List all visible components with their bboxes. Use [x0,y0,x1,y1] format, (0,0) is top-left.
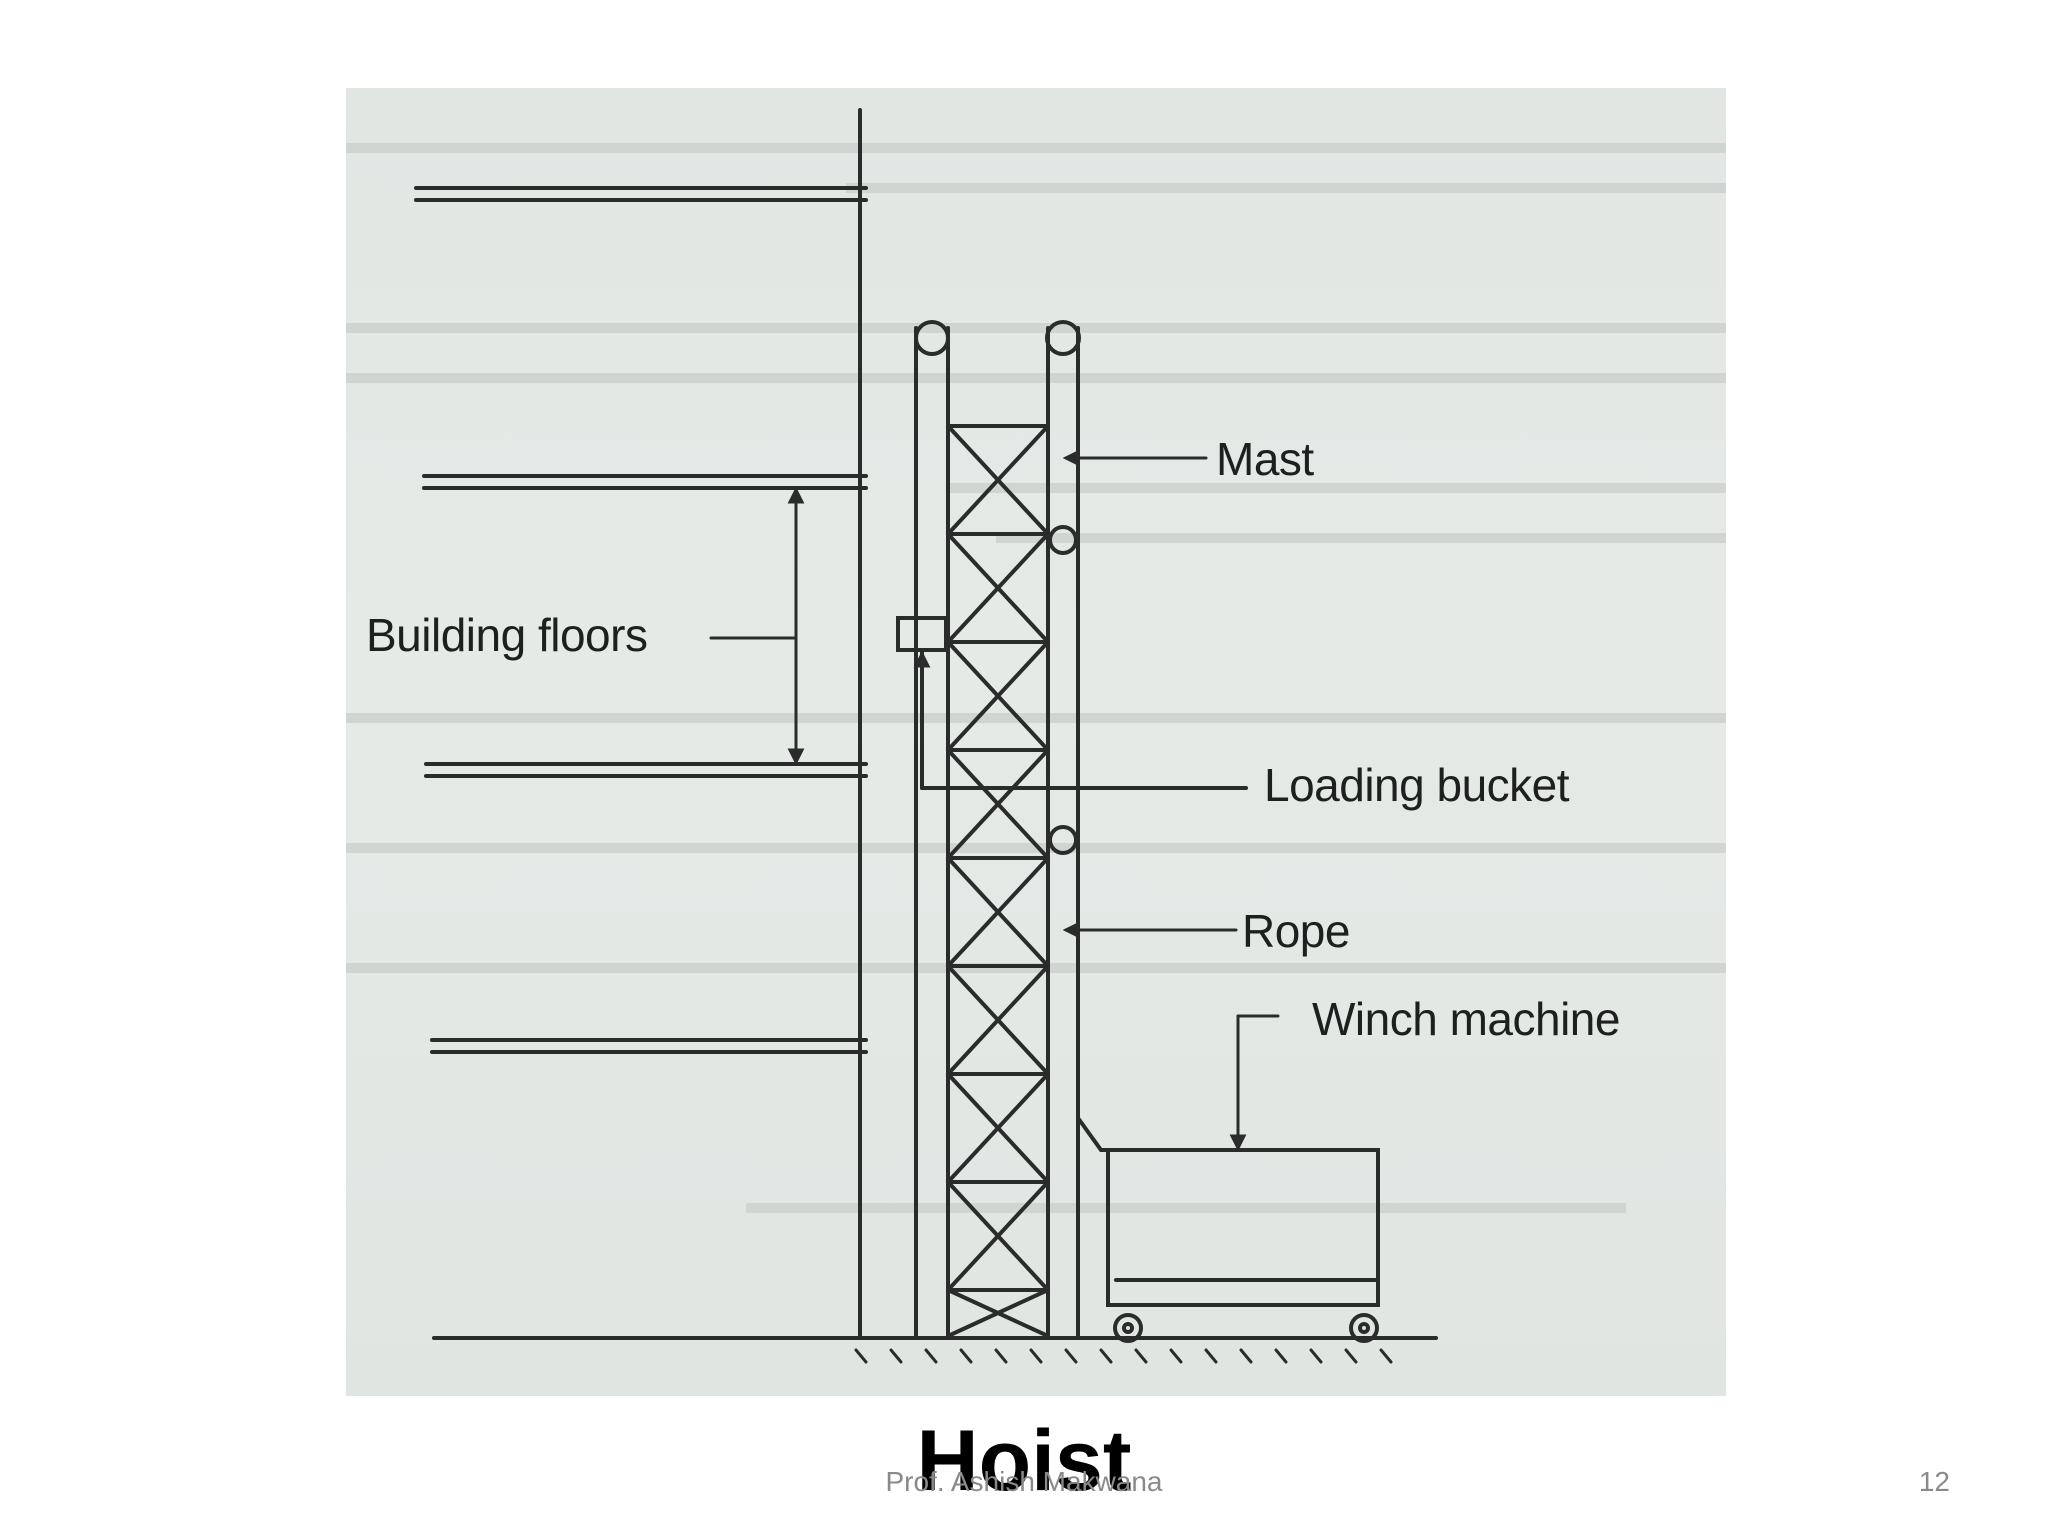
bleed-through-texture [346,143,1726,1213]
page-number: 12 [1918,1466,1950,1497]
ground-hatching [854,1348,1393,1364]
label-rope: Rope [1242,905,1350,957]
winch-machine [1106,1148,1380,1343]
label-building-floors: Building floors [366,609,648,661]
label-mast: Mast [1216,433,1314,485]
footer-author: Prof. Ashish Makwana [885,1466,1163,1497]
hoist-diagram [346,108,1726,1364]
label-loading-bucket: Loading bucket [1264,759,1570,811]
slide-title: Hoist [916,1413,1132,1509]
mast-structure [914,320,1081,1338]
hoist-diagram-photo: Mast Building floors Loading bucket Rope… [346,88,1726,1396]
building-floor-lines [414,186,868,1054]
leader-lines [709,449,1280,1152]
rope [1076,1116,1108,1152]
label-winch-machine: Winch machine [1312,993,1620,1045]
loading-bucket [896,616,948,652]
